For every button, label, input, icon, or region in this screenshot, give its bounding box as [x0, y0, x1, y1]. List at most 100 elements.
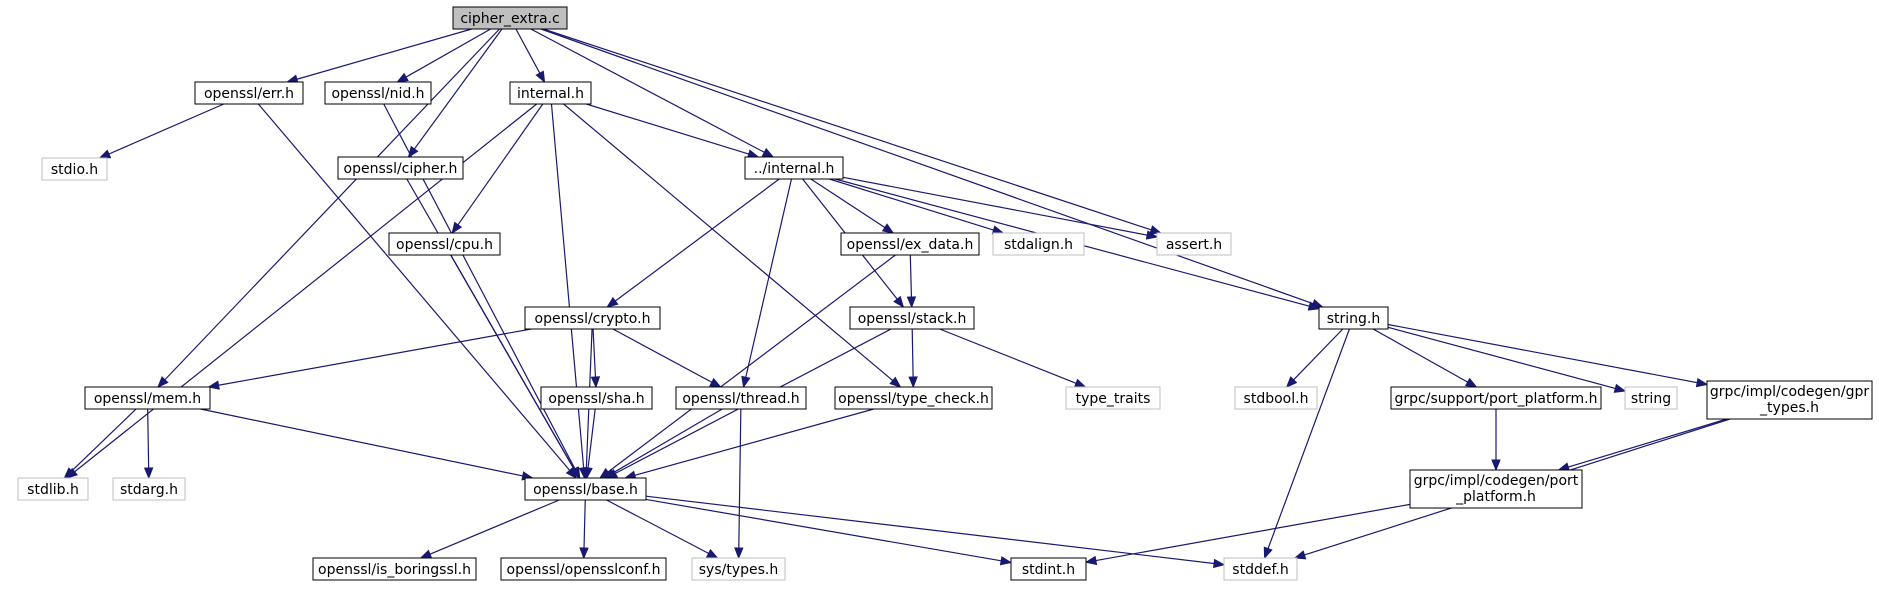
node-typecheck[interactable]: openssl/type_check.h	[834, 386, 993, 410]
node-label: grpc/impl/codegen/gpr_types.h	[1710, 384, 1870, 416]
node-assert: assert.h	[1156, 232, 1232, 256]
edge-cipher_extra-to-assert	[543, 28, 1152, 231]
arrowhead-base-to-isboringssl	[419, 549, 433, 559]
node-label: openssl/sha.h	[548, 391, 644, 407]
node-box	[500, 557, 667, 581]
edge-cipher_extra-to-cipher	[413, 28, 503, 150]
edge-dotinternal-to-thread	[745, 178, 793, 378]
node-stack[interactable]: openssl/stack.h	[849, 306, 975, 330]
node-box	[452, 6, 568, 30]
node-stdbool: stdbool.h	[1234, 386, 1318, 410]
node-label: string.h	[1327, 311, 1381, 327]
edge-internal-to-cpu	[457, 103, 544, 226]
node-label: openssl/cpu.h	[396, 237, 493, 253]
arrowhead-cipher_extra-to-internal	[535, 70, 546, 84]
arrowhead-stack-to-typecheck	[908, 376, 918, 389]
node-string_h[interactable]: string.h	[1318, 306, 1389, 330]
edge-typecheck-to-base	[634, 408, 875, 476]
node-box	[84, 386, 211, 410]
node-box	[1234, 386, 1318, 410]
node-cpu[interactable]: openssl/cpu.h	[388, 232, 501, 256]
graph-nodes: cipher_extra.c openssl/err.h openssl/nid.h…	[17, 6, 1873, 581]
arrowhead-thread-to-systypes	[734, 547, 744, 560]
arrowhead-base-to-stddef	[1213, 558, 1226, 569]
node-label: openssl/ex_data.h	[847, 237, 974, 253]
arrowhead-string_h-to-stddef	[1263, 546, 1273, 560]
node-label: stdio.h	[51, 162, 98, 178]
node-cipher_extra[interactable]: cipher_extra.c	[452, 6, 568, 30]
node-base[interactable]: openssl/base.h	[524, 477, 647, 501]
node-box	[1156, 232, 1232, 256]
edge-codegenport-to-stdint	[1095, 503, 1411, 562]
node-label: string	[1631, 391, 1671, 407]
node-label: grpc/impl/codegen/port_platform.h	[1414, 473, 1579, 505]
node-label: openssl/stack.h	[858, 311, 967, 327]
node-stddef: stddef.h	[1223, 557, 1298, 581]
node-box	[1065, 386, 1161, 410]
node-stdalign: stdalign.h	[992, 232, 1085, 256]
edge-exdata-to-stack	[909, 254, 913, 298]
node-box	[112, 477, 186, 501]
node-thread[interactable]: openssl/thread.h	[675, 386, 807, 410]
arrowhead-base-to-stdint	[999, 556, 1013, 566]
edge-string_h-to-string_cpp	[1387, 326, 1616, 389]
edge-exdata-to-base	[607, 254, 896, 473]
node-box	[849, 306, 975, 330]
edge-cipher_extra-to-nid	[405, 28, 491, 78]
node-isboringssl[interactable]: openssl/is_boringssl.h	[312, 557, 477, 581]
node-stdio: stdio.h	[41, 157, 108, 181]
arrowhead-dotinternal-to-exdata	[881, 223, 895, 234]
node-opensslconf[interactable]: openssl/opensslconf.h	[500, 557, 667, 581]
edge-sha-to-base	[587, 408, 596, 469]
node-codegenport[interactable]: grpc/impl/codegen/port_platform.h	[1409, 469, 1583, 509]
node-nid[interactable]: openssl/nid.h	[324, 81, 432, 105]
edge-cpu-to-base	[450, 254, 575, 470]
node-internal[interactable]: internal.h	[509, 81, 592, 105]
node-box	[1223, 557, 1298, 581]
node-label: stdalign.h	[1004, 237, 1073, 253]
edge-crypto-to-sha	[592, 328, 597, 378]
arrowhead-cpu-to-base	[569, 466, 580, 480]
node-mem[interactable]: openssl/mem.h	[84, 386, 211, 410]
edge-thread-to-base	[612, 408, 723, 474]
node-label: stdlib.h	[27, 482, 79, 498]
arrowhead-cipher_extra-to-mem	[157, 376, 169, 388]
arrowhead-string_h-to-gprtypes	[1695, 377, 1709, 388]
node-err[interactable]: openssl/err.h	[194, 81, 304, 105]
node-label: stdarg.h	[120, 482, 178, 498]
arrowhead-exdata-to-stack	[906, 296, 917, 309]
arrowhead-cipher_extra-to-cipher	[407, 145, 419, 159]
edge-err-to-base	[257, 103, 571, 471]
node-gprtypes[interactable]: grpc/impl/codegen/gpr_types.h	[1706, 380, 1873, 420]
node-label: openssl/opensslconf.h	[507, 562, 661, 578]
arrowhead-crypto-to-mem	[207, 380, 220, 390]
edge-internal-to-dotinternal	[586, 103, 749, 155]
node-dotinternal[interactable]: ../internal.h	[744, 156, 844, 180]
arrowhead-mem-to-stdarg	[143, 467, 154, 480]
node-box	[41, 157, 108, 181]
node-sha[interactable]: openssl/sha.h	[540, 386, 653, 410]
arrowhead-string_h-to-string_cpp	[1613, 383, 1627, 393]
edge-cipher_extra-to-internal	[515, 28, 541, 74]
edge-string_h-to-portplatform	[1372, 328, 1468, 383]
node-crypto[interactable]: openssl/crypto.h	[524, 306, 661, 330]
node-exdata[interactable]: openssl/ex_data.h	[840, 232, 980, 256]
node-label: grpc/support/port_platform.h	[1395, 391, 1598, 407]
node-portplatform[interactable]: grpc/support/port_platform.h	[1390, 386, 1602, 410]
node-box	[540, 386, 653, 410]
arrowhead-portplatform-to-codegenport	[1491, 459, 1501, 472]
arrowhead-dotinternal-to-string_h	[1307, 301, 1321, 311]
arrowhead-gprtypes-to-stddef	[1293, 550, 1307, 560]
node-box	[1318, 306, 1389, 330]
node-stdint[interactable]: stdint.h	[1010, 557, 1087, 581]
node-label: ../internal.h	[754, 161, 835, 177]
node-label: openssl/cipher.h	[344, 161, 458, 177]
arrowhead-sha-to-base	[583, 467, 593, 480]
node-box	[1706, 380, 1873, 420]
edge-err-to-stdio	[108, 103, 224, 155]
node-cipher[interactable]: openssl/cipher.h	[337, 156, 464, 180]
edge-dotinternal-to-stdalign	[829, 178, 994, 231]
node-label: openssl/mem.h	[94, 391, 201, 407]
arrowhead-internal-to-typecheck	[889, 376, 902, 388]
edge-cipher_extra-to-err	[296, 28, 472, 80]
